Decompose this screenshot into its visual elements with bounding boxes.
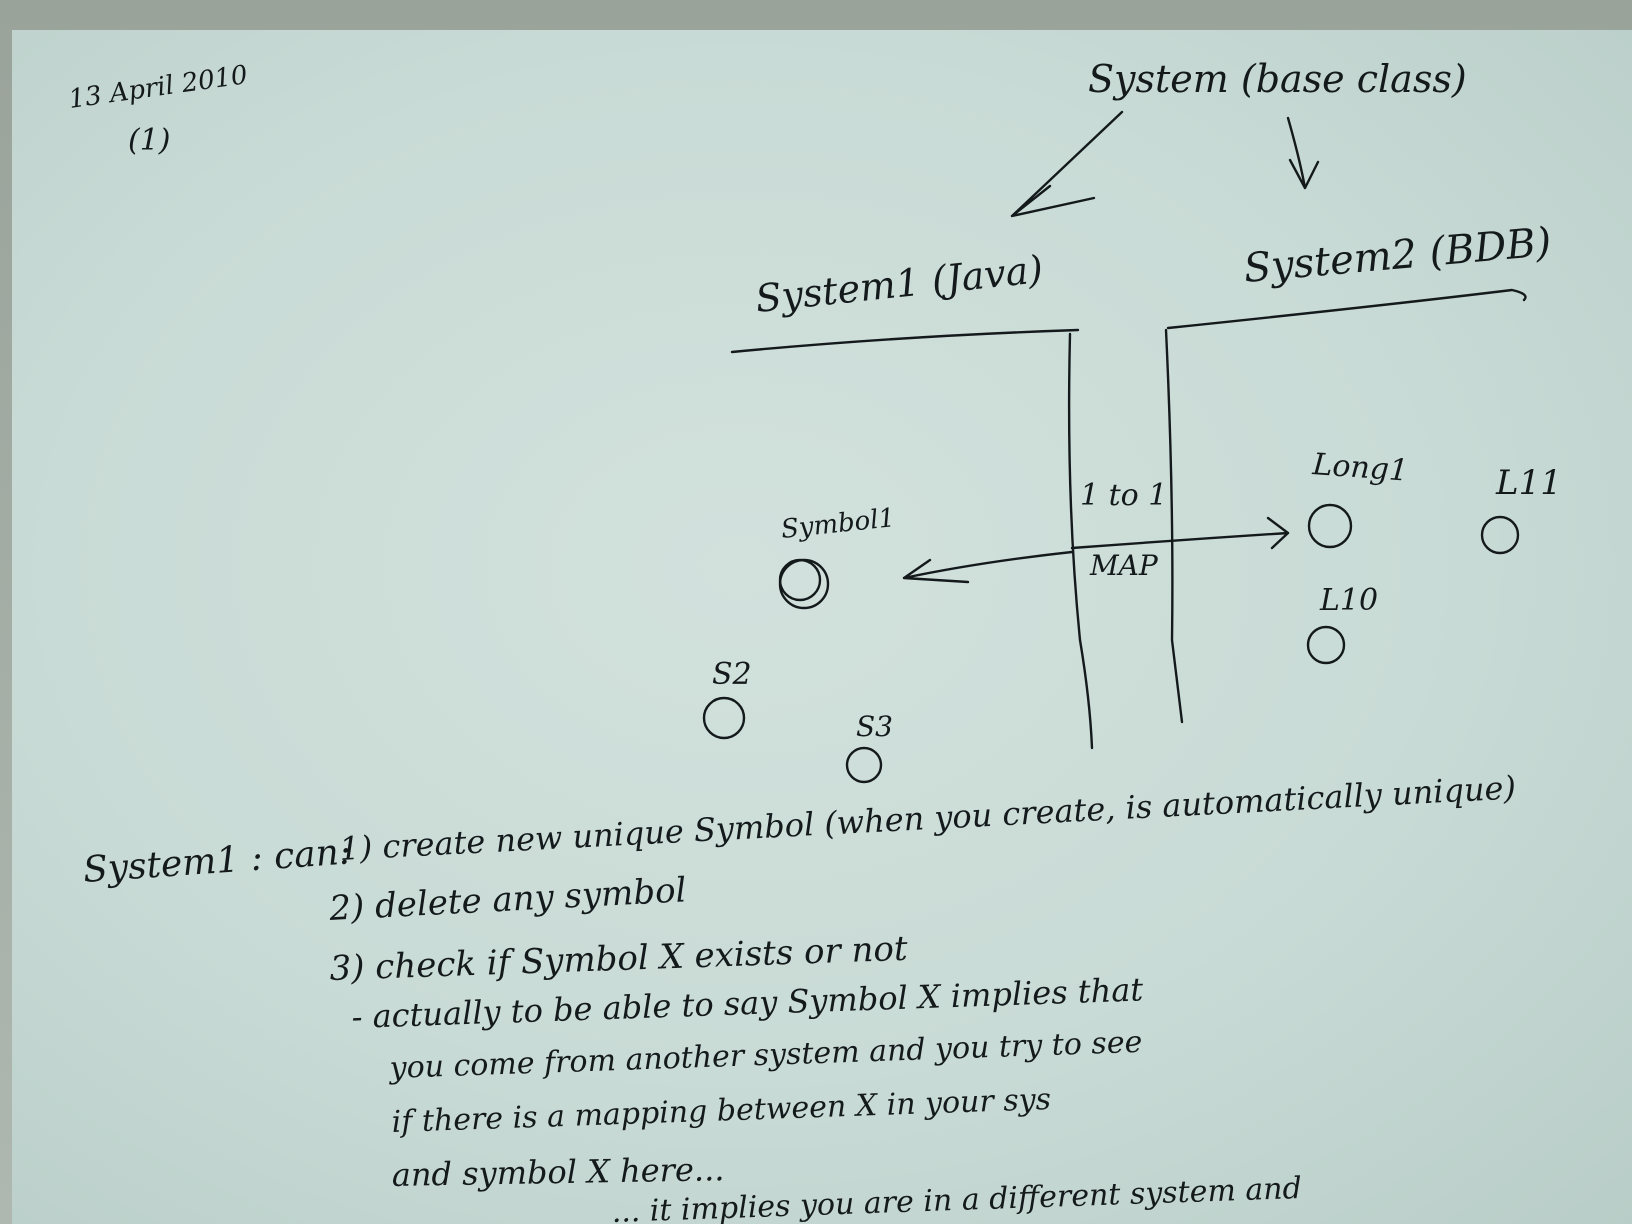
system2-header-line [1166, 288, 1527, 330]
map-top-label: 1 to 1 [1080, 478, 1167, 513]
map-bottom-label: MAP [1089, 549, 1159, 582]
notes-line-2: 2) delete any symbol [327, 870, 687, 929]
page-number: (1) [128, 123, 171, 158]
map-arrow-right [1070, 516, 1290, 550]
node-label-l10: L10 [1319, 583, 1378, 618]
arrow-to-system2 [1286, 116, 1320, 190]
node-label-s3: S3 [856, 710, 893, 743]
map-left-line [1067, 332, 1094, 750]
node-l10 [1306, 625, 1346, 665]
node-label-s2: S2 [712, 657, 752, 692]
system2-label: System2 (BDB) [1242, 219, 1553, 292]
node-label-symbol1: Symbol1 [780, 503, 897, 545]
node-label-long1: Long1 [1310, 447, 1409, 489]
notes-lead: System1 : can: [82, 831, 352, 891]
notes-line-5: you come from another system and you try… [387, 1025, 1143, 1086]
node-s3 [845, 746, 883, 784]
arrow-to-system1 [1010, 110, 1124, 218]
node-label-l11: L11 [1495, 463, 1562, 503]
node-symbol1-trace [778, 558, 822, 602]
notes-line-3: 3) check if Symbol X exists or not [329, 929, 909, 989]
map-right-line [1164, 328, 1184, 724]
system1-label: System1 (Java) [753, 247, 1045, 321]
paper-sheet [12, 30, 1632, 1224]
base-class-label: System (base class) [1088, 57, 1467, 101]
system1-header-line [730, 328, 1080, 354]
node-l11 [1480, 515, 1520, 555]
node-long1 [1307, 503, 1353, 549]
notes-line-1: 1) create new unique Symbol (when you cr… [338, 768, 1516, 868]
notes-line-6: if there is a mapping between X in your … [391, 1082, 1052, 1140]
date-label: 13 April 2010 [67, 60, 250, 115]
notes-line-7: and symbol X here... [391, 1150, 724, 1194]
map-arrow-left [902, 550, 1074, 584]
node-s2 [702, 696, 746, 740]
